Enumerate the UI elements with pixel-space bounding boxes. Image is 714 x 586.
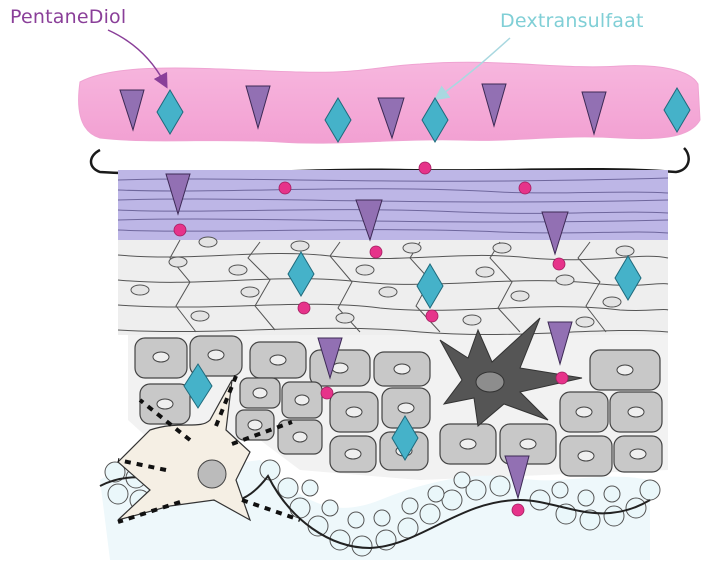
penetration-dot-icon [553,258,565,270]
penetration-dot-icon [298,302,310,314]
granular-layer [118,237,668,335]
penetration-dot-icon [426,310,438,322]
penetration-dot-icon [321,387,333,399]
penetration-dot-icon [174,224,186,236]
stratum-corneum [118,170,668,240]
penetration-dot-icon [419,162,431,174]
penetration-dot-icon [556,372,568,384]
penetration-dot-icon [370,246,382,258]
penetration-dot-icon [512,504,524,516]
penetration-dot-icon [519,182,531,194]
penetration-dot-icon [279,182,291,194]
